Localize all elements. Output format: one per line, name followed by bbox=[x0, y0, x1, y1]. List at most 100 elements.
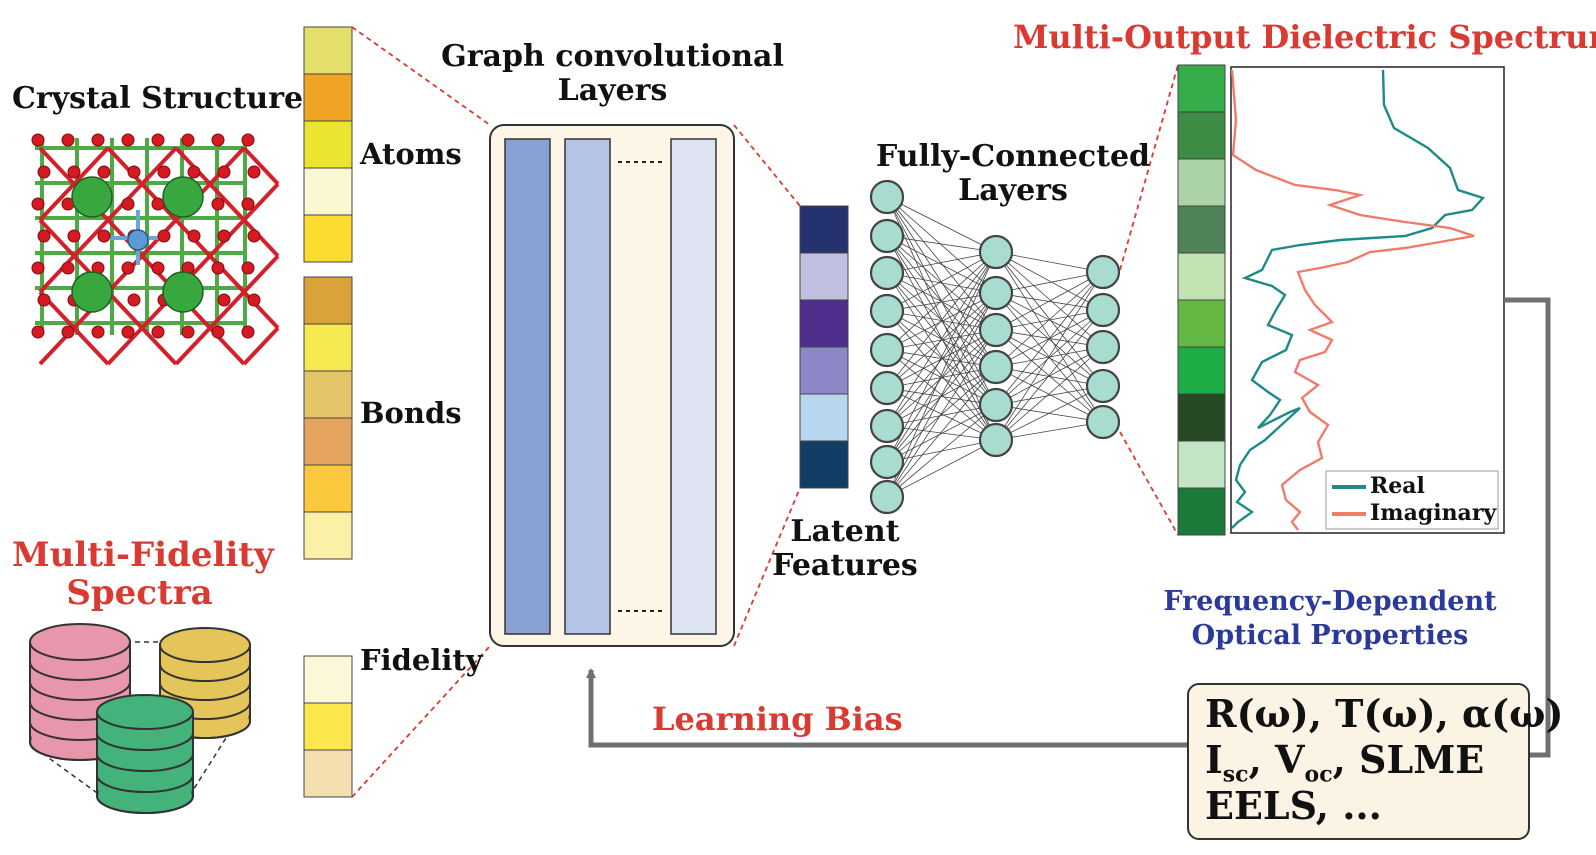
green-database bbox=[96, 694, 194, 814]
legend-real-label: Real bbox=[1370, 473, 1425, 499]
neuron bbox=[869, 293, 905, 329]
fc-edge bbox=[886, 272, 997, 294]
projection-line bbox=[351, 645, 491, 798]
neuron bbox=[869, 479, 905, 515]
crystal-structure-image bbox=[31, 133, 280, 366]
bonds-cell bbox=[303, 511, 353, 560]
plot-legend bbox=[1325, 470, 1499, 530]
graph-conv-title: Graph convolutional Layers bbox=[430, 40, 795, 107]
cylinder-ring bbox=[96, 795, 194, 814]
legend-imag-label: Imaginary bbox=[1370, 500, 1497, 526]
neuron bbox=[978, 349, 1014, 385]
fidelity-label: Fidelity bbox=[360, 643, 483, 677]
oxygen-atom bbox=[247, 293, 261, 307]
fc-edge bbox=[886, 404, 997, 498]
fc-edge bbox=[995, 421, 1104, 441]
fc-edge bbox=[886, 251, 997, 274]
output-cell bbox=[1177, 205, 1226, 254]
oxygen-atom bbox=[217, 229, 231, 243]
neuron bbox=[978, 275, 1014, 311]
fc-edge bbox=[886, 404, 997, 427]
output-spectrum-bar bbox=[1177, 64, 1226, 536]
bonds-feature-bar bbox=[303, 276, 353, 560]
fc-edge bbox=[886, 366, 997, 463]
fc-edge bbox=[886, 310, 997, 441]
fidelity-feature-bar bbox=[303, 655, 353, 798]
fc-edge bbox=[886, 404, 997, 463]
latent-cell bbox=[799, 346, 849, 395]
metal-atom bbox=[71, 176, 113, 218]
center-atom bbox=[127, 229, 149, 251]
bond bbox=[242, 218, 280, 258]
neuron bbox=[978, 234, 1014, 270]
bond bbox=[242, 182, 280, 222]
neuron bbox=[1085, 404, 1121, 440]
oxygen-atom bbox=[97, 229, 111, 243]
cylinder-ring bbox=[96, 732, 194, 751]
neuron bbox=[978, 387, 1014, 423]
metal-atom bbox=[71, 271, 113, 313]
oxygen-atom bbox=[67, 229, 81, 243]
gcn-layer-1 bbox=[504, 138, 551, 635]
fc-edge bbox=[886, 196, 997, 294]
atoms-cell bbox=[303, 120, 353, 169]
oxygen-atom bbox=[157, 165, 171, 179]
fc-edge bbox=[886, 251, 997, 498]
gcn-layer-n bbox=[670, 138, 717, 635]
fc-edge bbox=[886, 196, 997, 253]
fc-edge bbox=[886, 196, 997, 331]
oxygen-atom bbox=[121, 261, 135, 275]
bond bbox=[140, 326, 178, 366]
oxygen-atom bbox=[31, 197, 45, 211]
bonds-cell bbox=[303, 464, 353, 513]
oxygen-atom bbox=[61, 325, 75, 339]
learning-bias-label: Learning Bias bbox=[652, 700, 903, 738]
bond bbox=[106, 326, 144, 366]
bond bbox=[106, 290, 144, 330]
oxygen-atom bbox=[211, 197, 225, 211]
bond bbox=[208, 146, 246, 186]
output-cell bbox=[1177, 299, 1226, 348]
fc-edge bbox=[886, 251, 997, 312]
oxygen-atom bbox=[61, 261, 75, 275]
output-cell bbox=[1177, 440, 1226, 489]
fc-edge bbox=[995, 251, 1104, 273]
metal-atom bbox=[162, 176, 204, 218]
output-cell bbox=[1177, 111, 1226, 160]
optical-line-2: Isc, Voc, SLME bbox=[1205, 737, 1484, 788]
output-cell bbox=[1177, 346, 1226, 395]
fully-connected-line1: Fully-Connected bbox=[875, 139, 1151, 174]
optical-properties-box: R(ω), T(ω), α(ω) Isc, Voc, SLME EELS, ..… bbox=[1187, 683, 1563, 840]
oxygen-atom bbox=[241, 133, 255, 147]
fc-edge bbox=[886, 251, 997, 427]
optical-line-3: EELS, ... bbox=[1205, 783, 1382, 828]
cylinder-top bbox=[159, 627, 251, 663]
oxygen-atom bbox=[127, 165, 141, 179]
oxygen-atom bbox=[241, 197, 255, 211]
fidelity-cell bbox=[303, 655, 353, 704]
oxygen-atom bbox=[127, 293, 141, 307]
oxygen-atom bbox=[97, 165, 111, 179]
oxygen-atom bbox=[31, 261, 45, 275]
db-link bbox=[189, 707, 246, 796]
oxygen-atom bbox=[211, 325, 225, 339]
atoms-cell bbox=[303, 167, 353, 216]
oxygen-atom bbox=[151, 133, 165, 147]
oxygen-atom bbox=[211, 261, 225, 275]
fc-edge bbox=[995, 251, 1104, 423]
graph-conv-line1: Graph convolutional bbox=[441, 39, 784, 74]
fc-edge bbox=[886, 349, 997, 368]
voc-main: , V bbox=[1248, 737, 1305, 782]
latent-cell bbox=[799, 252, 849, 301]
oxygen-atom bbox=[121, 197, 135, 211]
fc-edge bbox=[995, 309, 1104, 406]
bond bbox=[72, 146, 110, 186]
bond bbox=[208, 182, 246, 222]
fc-edge bbox=[995, 346, 1104, 441]
neuron bbox=[1085, 368, 1121, 404]
fc-edge bbox=[886, 292, 997, 351]
fc-edge bbox=[886, 292, 997, 389]
fully-connected-line2: Layers bbox=[958, 172, 1068, 208]
oxygen-atom bbox=[67, 165, 81, 179]
